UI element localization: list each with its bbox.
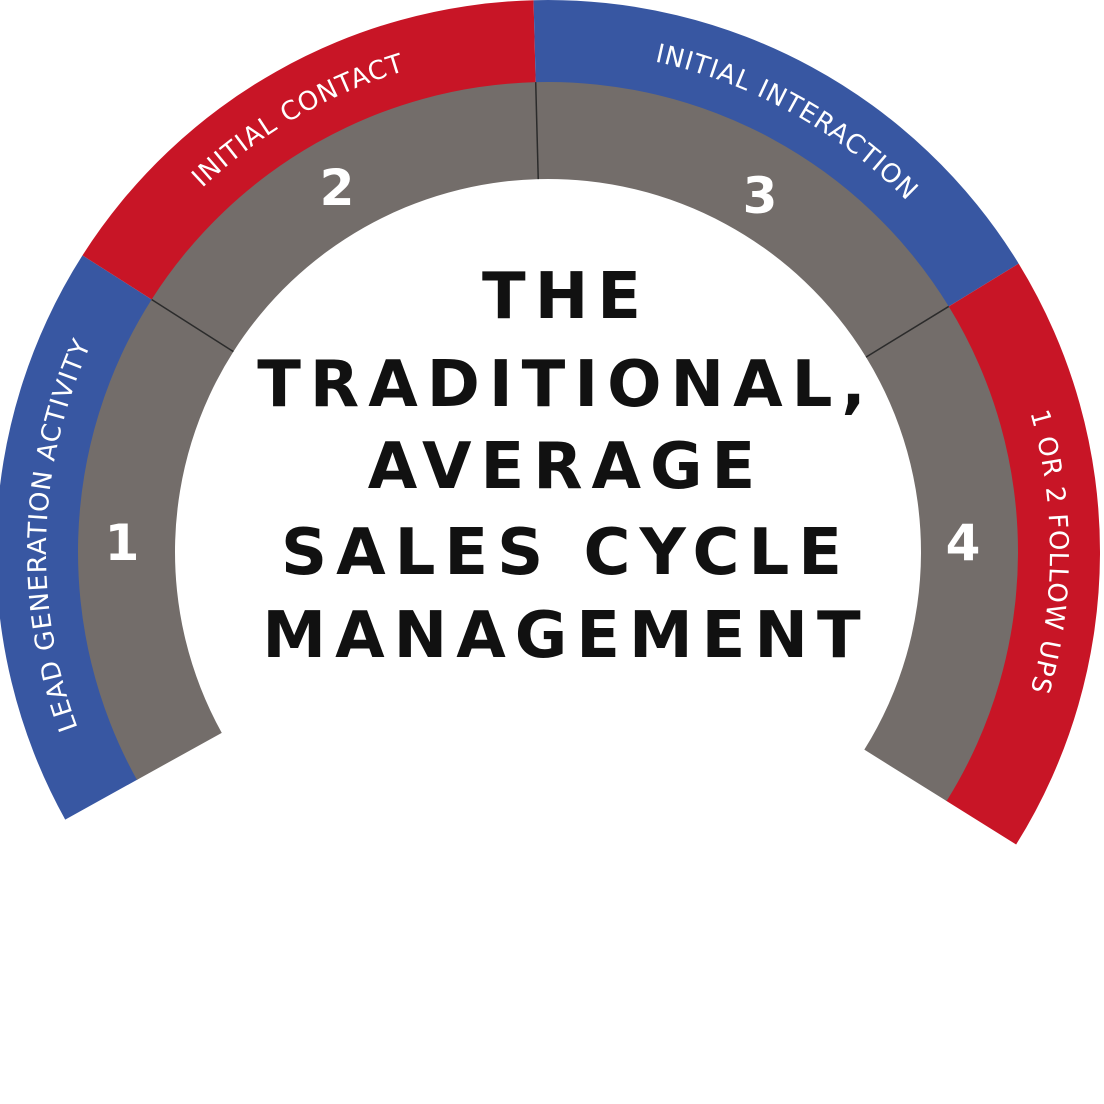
stage-1-outer-segment [0,255,153,820]
title-line-4: SALES CYCLE [281,516,851,590]
stage-numbers: 1 2 3 4 [105,159,981,572]
stage-2-outer-segment [82,0,536,301]
stage-3-outer-segment [533,0,1019,307]
stage-1-number: 1 [105,514,140,572]
title-line-3: AVERAGE [368,430,765,504]
inner-stage-band [78,81,1018,802]
divider-3-4 [865,305,950,358]
divider-2-3 [534,82,539,180]
title-line-5: MANAGEMENT [262,599,869,673]
title-line-1: THE [482,260,650,334]
stage-3-inner-segment [535,81,949,358]
title-line-2: TRADITIONAL, [257,348,874,422]
outer-stage-band [0,0,1101,845]
stage-4-number: 4 [946,514,981,572]
stage-2-inner-segment [151,82,539,352]
stage-2-number: 2 [320,159,355,217]
stage-1-inner-segment [78,299,234,780]
stage-dividers [151,82,950,358]
divider-1-2 [151,298,234,353]
diagram-title: THE TRADITIONAL, AVERAGE SALES CYCLE MAN… [257,260,874,673]
stage-4-outer-segment [945,263,1101,845]
stage-3-number: 3 [743,167,778,225]
stage-4-inner-segment [864,306,1018,802]
